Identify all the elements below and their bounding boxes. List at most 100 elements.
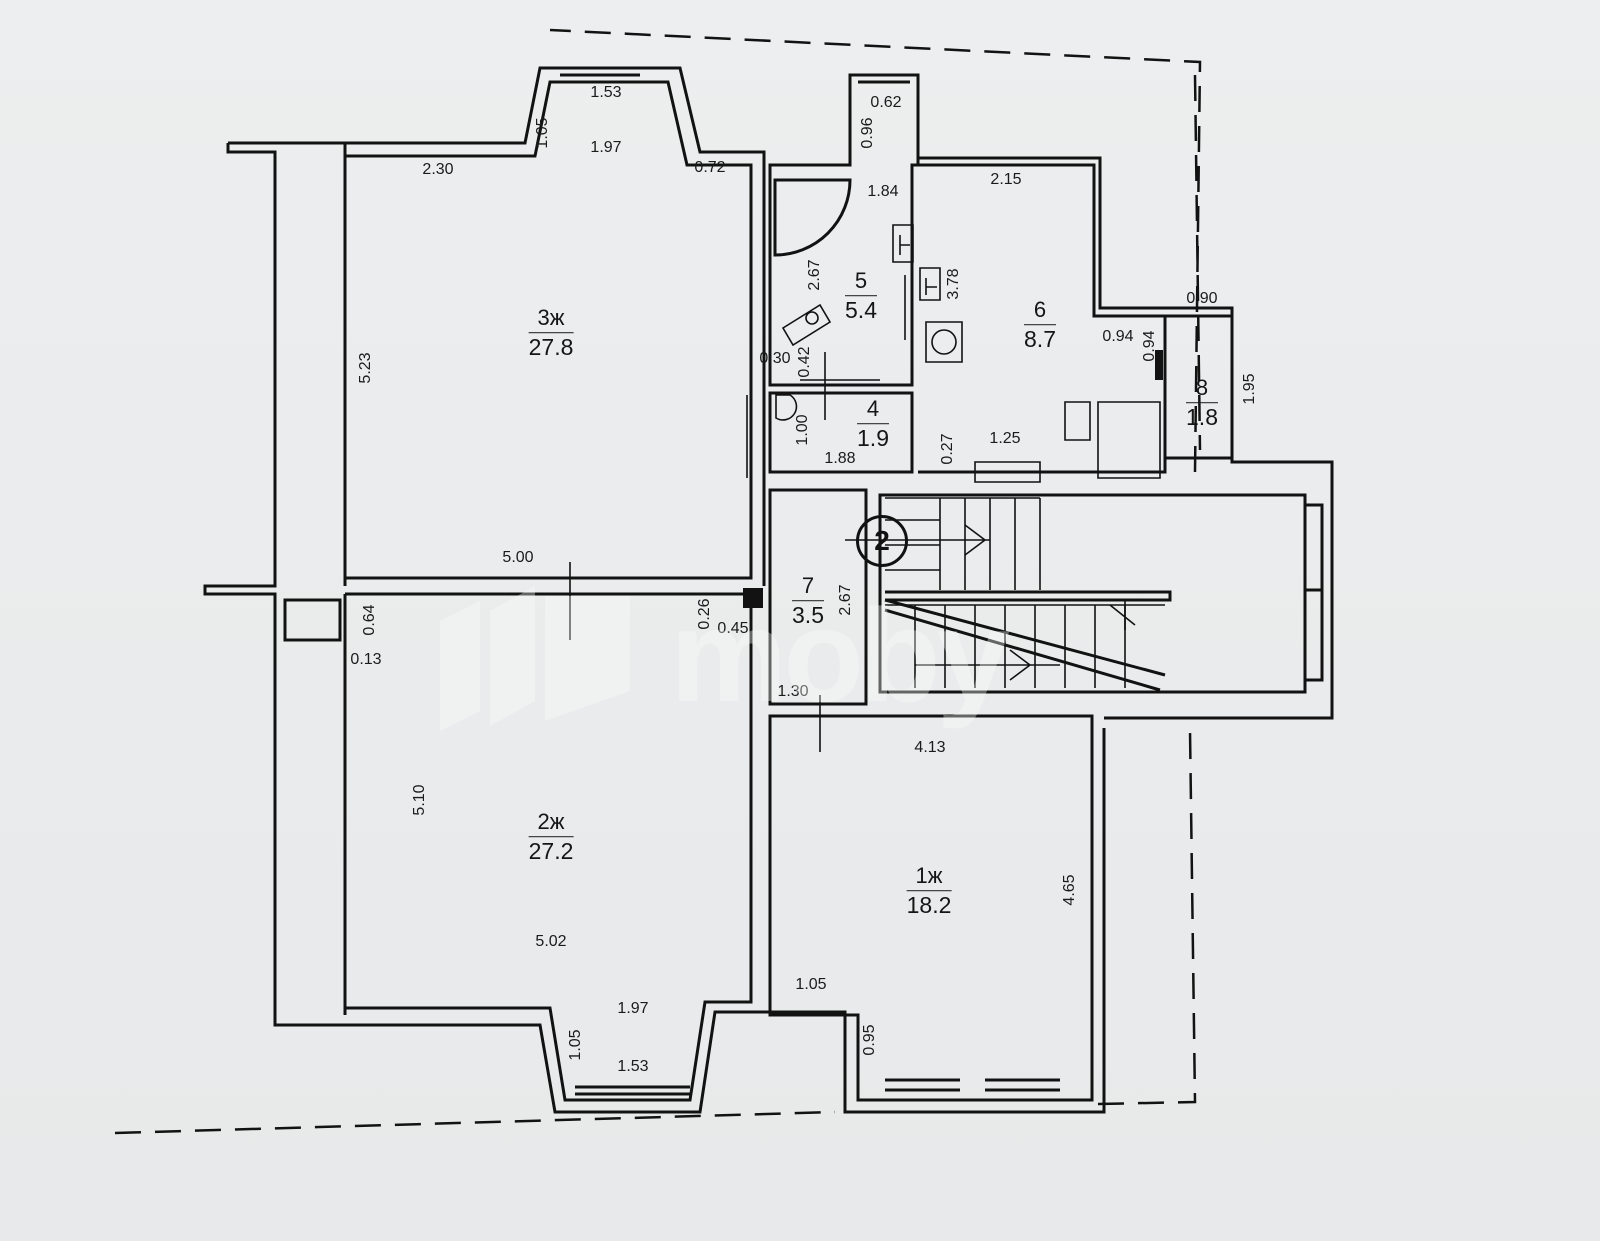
dim-r6-height: 3.78 <box>945 268 962 300</box>
watermark-logo-icon <box>440 585 630 731</box>
dim-r1-height: 4.65 <box>1061 874 1078 906</box>
dim-r1-top: 4.13 <box>914 739 946 756</box>
dim-r3-bay-side: 1.05 <box>534 117 551 149</box>
left-wall-inner <box>228 141 347 1015</box>
left-wall-strip <box>203 143 340 1027</box>
room-4-wall <box>768 391 914 474</box>
stove-burner <box>931 329 957 355</box>
dim-r6-notch-w: 0.94 <box>1102 328 1134 345</box>
room-5-top-window <box>858 73 910 84</box>
dim-r8-height: 1.95 <box>1241 373 1258 405</box>
dim-wall-013: 0.13 <box>350 651 382 668</box>
bathtub-symbol <box>781 303 832 347</box>
room-label-3: 3ж 27.8 <box>528 306 574 360</box>
room-6-area: 8.7 <box>1024 325 1056 352</box>
washbasin-symbol <box>805 311 819 325</box>
room-7-area: 3.5 <box>792 601 824 628</box>
room-4-number: 4 <box>857 397 889 424</box>
room-4-area: 1.9 <box>857 424 889 451</box>
room-2-outer <box>275 728 1106 1114</box>
sink-symbol <box>919 267 941 301</box>
dim-r5-small-b: 0.42 <box>796 346 813 378</box>
dim-r3-height: 5.23 <box>357 352 374 384</box>
room-label-1: 1ж 18.2 <box>906 864 952 918</box>
room-1-wall <box>768 714 1094 1102</box>
kitchen-unit <box>1097 401 1161 479</box>
dim-r6-bottom-small: 0.27 <box>939 433 956 465</box>
stair-diagonal <box>884 598 1166 692</box>
room-2-window <box>575 1085 690 1096</box>
dim-r4-height: 1.00 <box>794 414 811 446</box>
room-3-window <box>560 66 640 77</box>
stair-box <box>878 493 1307 694</box>
dim-r8-top: 0.90 <box>1186 290 1218 307</box>
room-label-6: 6 8.7 <box>1024 298 1056 352</box>
room-label-4: 4 1.9 <box>857 397 889 451</box>
dim-r3-top-window: 1.53 <box>590 84 622 101</box>
room-8-number: 8 <box>1186 376 1218 403</box>
dim-r1-bottom-left: 1.05 <box>795 976 827 993</box>
dim-r2-window: 1.53 <box>617 1058 649 1075</box>
room-3-area: 27.8 <box>528 333 574 360</box>
room-2-area: 27.2 <box>528 837 574 864</box>
pier-block-2 <box>1155 350 1163 380</box>
dim-r2-bottom: 5.02 <box>535 933 567 950</box>
dim-r3-bottom: 5.00 <box>502 549 534 566</box>
stair-number-marker: 2 <box>856 515 908 567</box>
stove-symbol <box>925 321 963 363</box>
door-swing-lines <box>569 275 906 752</box>
room-1-area: 18.2 <box>906 891 952 918</box>
towel-rail-symbol <box>892 224 914 263</box>
dim-r6-notch-h: 0.94 <box>1141 330 1158 362</box>
room-6-wall <box>918 163 1167 474</box>
dim-r3-top-right: 0.72 <box>694 159 726 176</box>
watermark: moby <box>440 580 1010 731</box>
room-5-number: 5 <box>845 269 877 296</box>
room-7-wall <box>768 488 868 706</box>
room-2-chimney <box>283 598 342 642</box>
room-label-2: 2ж 27.2 <box>528 810 574 864</box>
stair-number: 2 <box>874 525 890 556</box>
dim-wall-064: 0.64 <box>361 604 378 636</box>
room-7-number: 7 <box>792 574 824 601</box>
dim-r5-width: 1.84 <box>867 183 899 200</box>
room-5-wall <box>768 73 920 387</box>
stair-window <box>1305 503 1324 682</box>
room-label-5: 5 5.4 <box>845 269 877 323</box>
room-label-8: 8 1.8 <box>1186 376 1218 430</box>
dim-wall-045: 0.45 <box>717 620 749 637</box>
room-1-window <box>885 1078 1060 1092</box>
dim-r2-bay-side: 1.05 <box>567 1029 584 1061</box>
watermark-text: moby <box>670 582 1010 729</box>
dim-r5-height: 2.67 <box>806 259 823 291</box>
stair-arrow-2 <box>915 600 1136 681</box>
room-6-number: 6 <box>1024 298 1056 325</box>
room-3-wall <box>345 66 766 586</box>
room-5-area: 5.4 <box>845 296 877 323</box>
dim-r2-bay-depth: 1.97 <box>617 1000 649 1017</box>
dim-r3-bay-depth: 1.97 <box>590 139 622 156</box>
dim-r4-width: 1.88 <box>824 450 856 467</box>
room-3-number: 3ж <box>528 306 574 333</box>
toilet-symbol <box>775 394 798 421</box>
dim-r5-top: 0.62 <box>870 94 902 111</box>
kitchen-counter <box>974 401 1091 483</box>
stair-landing <box>885 590 1172 602</box>
room-8-area: 1.8 <box>1186 403 1218 430</box>
room-2-wall <box>345 592 753 1102</box>
dim-r5-top-side: 0.96 <box>859 117 876 149</box>
room-5-door <box>773 178 852 257</box>
room-8-wall <box>1165 314 1234 460</box>
stair-treads-lower <box>885 604 1165 688</box>
dim-r3-top-left: 2.30 <box>422 161 454 178</box>
dim-r7-width: 1.30 <box>777 683 809 700</box>
stair-treads-upper <box>885 497 1041 590</box>
dim-r2-height: 5.10 <box>411 784 428 816</box>
dim-r6-top: 2.15 <box>990 171 1022 188</box>
room-2-number: 2ж <box>528 810 574 837</box>
dim-r5-small-a: 0.30 <box>759 350 791 367</box>
boundary-dashed-line <box>114 28 1202 1135</box>
dim-r1-bottom-side: 0.95 <box>861 1024 878 1056</box>
